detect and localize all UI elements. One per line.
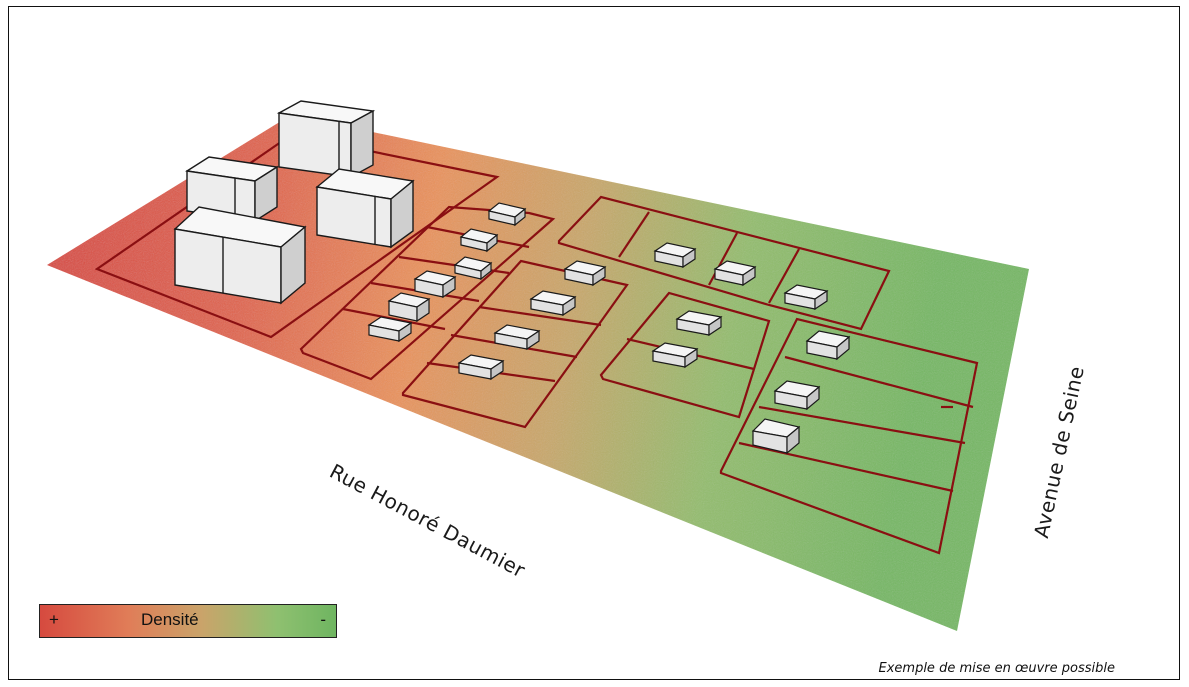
house — [713, 260, 757, 287]
caption: Exemple de mise en œuvre possible — [878, 661, 1116, 676]
house — [493, 324, 541, 351]
parcel-block-left — [299, 205, 556, 381]
density-legend: + Densité - — [39, 604, 337, 638]
house — [675, 310, 723, 337]
houses — [367, 202, 851, 455]
site-plan — [47, 100, 1029, 631]
house — [457, 354, 505, 381]
house — [563, 260, 607, 287]
house — [805, 330, 851, 361]
house — [773, 380, 821, 411]
legend-plus-sign: + — [49, 610, 59, 629]
house — [413, 270, 457, 299]
parcel-block-top — [557, 195, 891, 331]
house — [783, 284, 829, 311]
house — [453, 256, 493, 281]
house — [387, 292, 431, 323]
building-tower-1 — [276, 100, 376, 179]
diagram-frame: Rue Honoré Daumier Avenue de Seine + Den… — [8, 6, 1180, 680]
house — [487, 202, 527, 227]
house — [751, 418, 801, 455]
parcel-block-right — [719, 317, 979, 555]
parcel-block-middle — [401, 259, 629, 429]
house — [529, 290, 577, 317]
house — [459, 228, 499, 253]
large-buildings — [173, 100, 415, 305]
house — [651, 342, 699, 369]
building-tower-3 — [315, 168, 415, 249]
legend-minus-sign: - — [320, 610, 326, 629]
legend-label: Densité — [141, 610, 199, 629]
house — [367, 316, 413, 343]
house — [653, 242, 697, 269]
building-tower-4 — [173, 206, 307, 305]
